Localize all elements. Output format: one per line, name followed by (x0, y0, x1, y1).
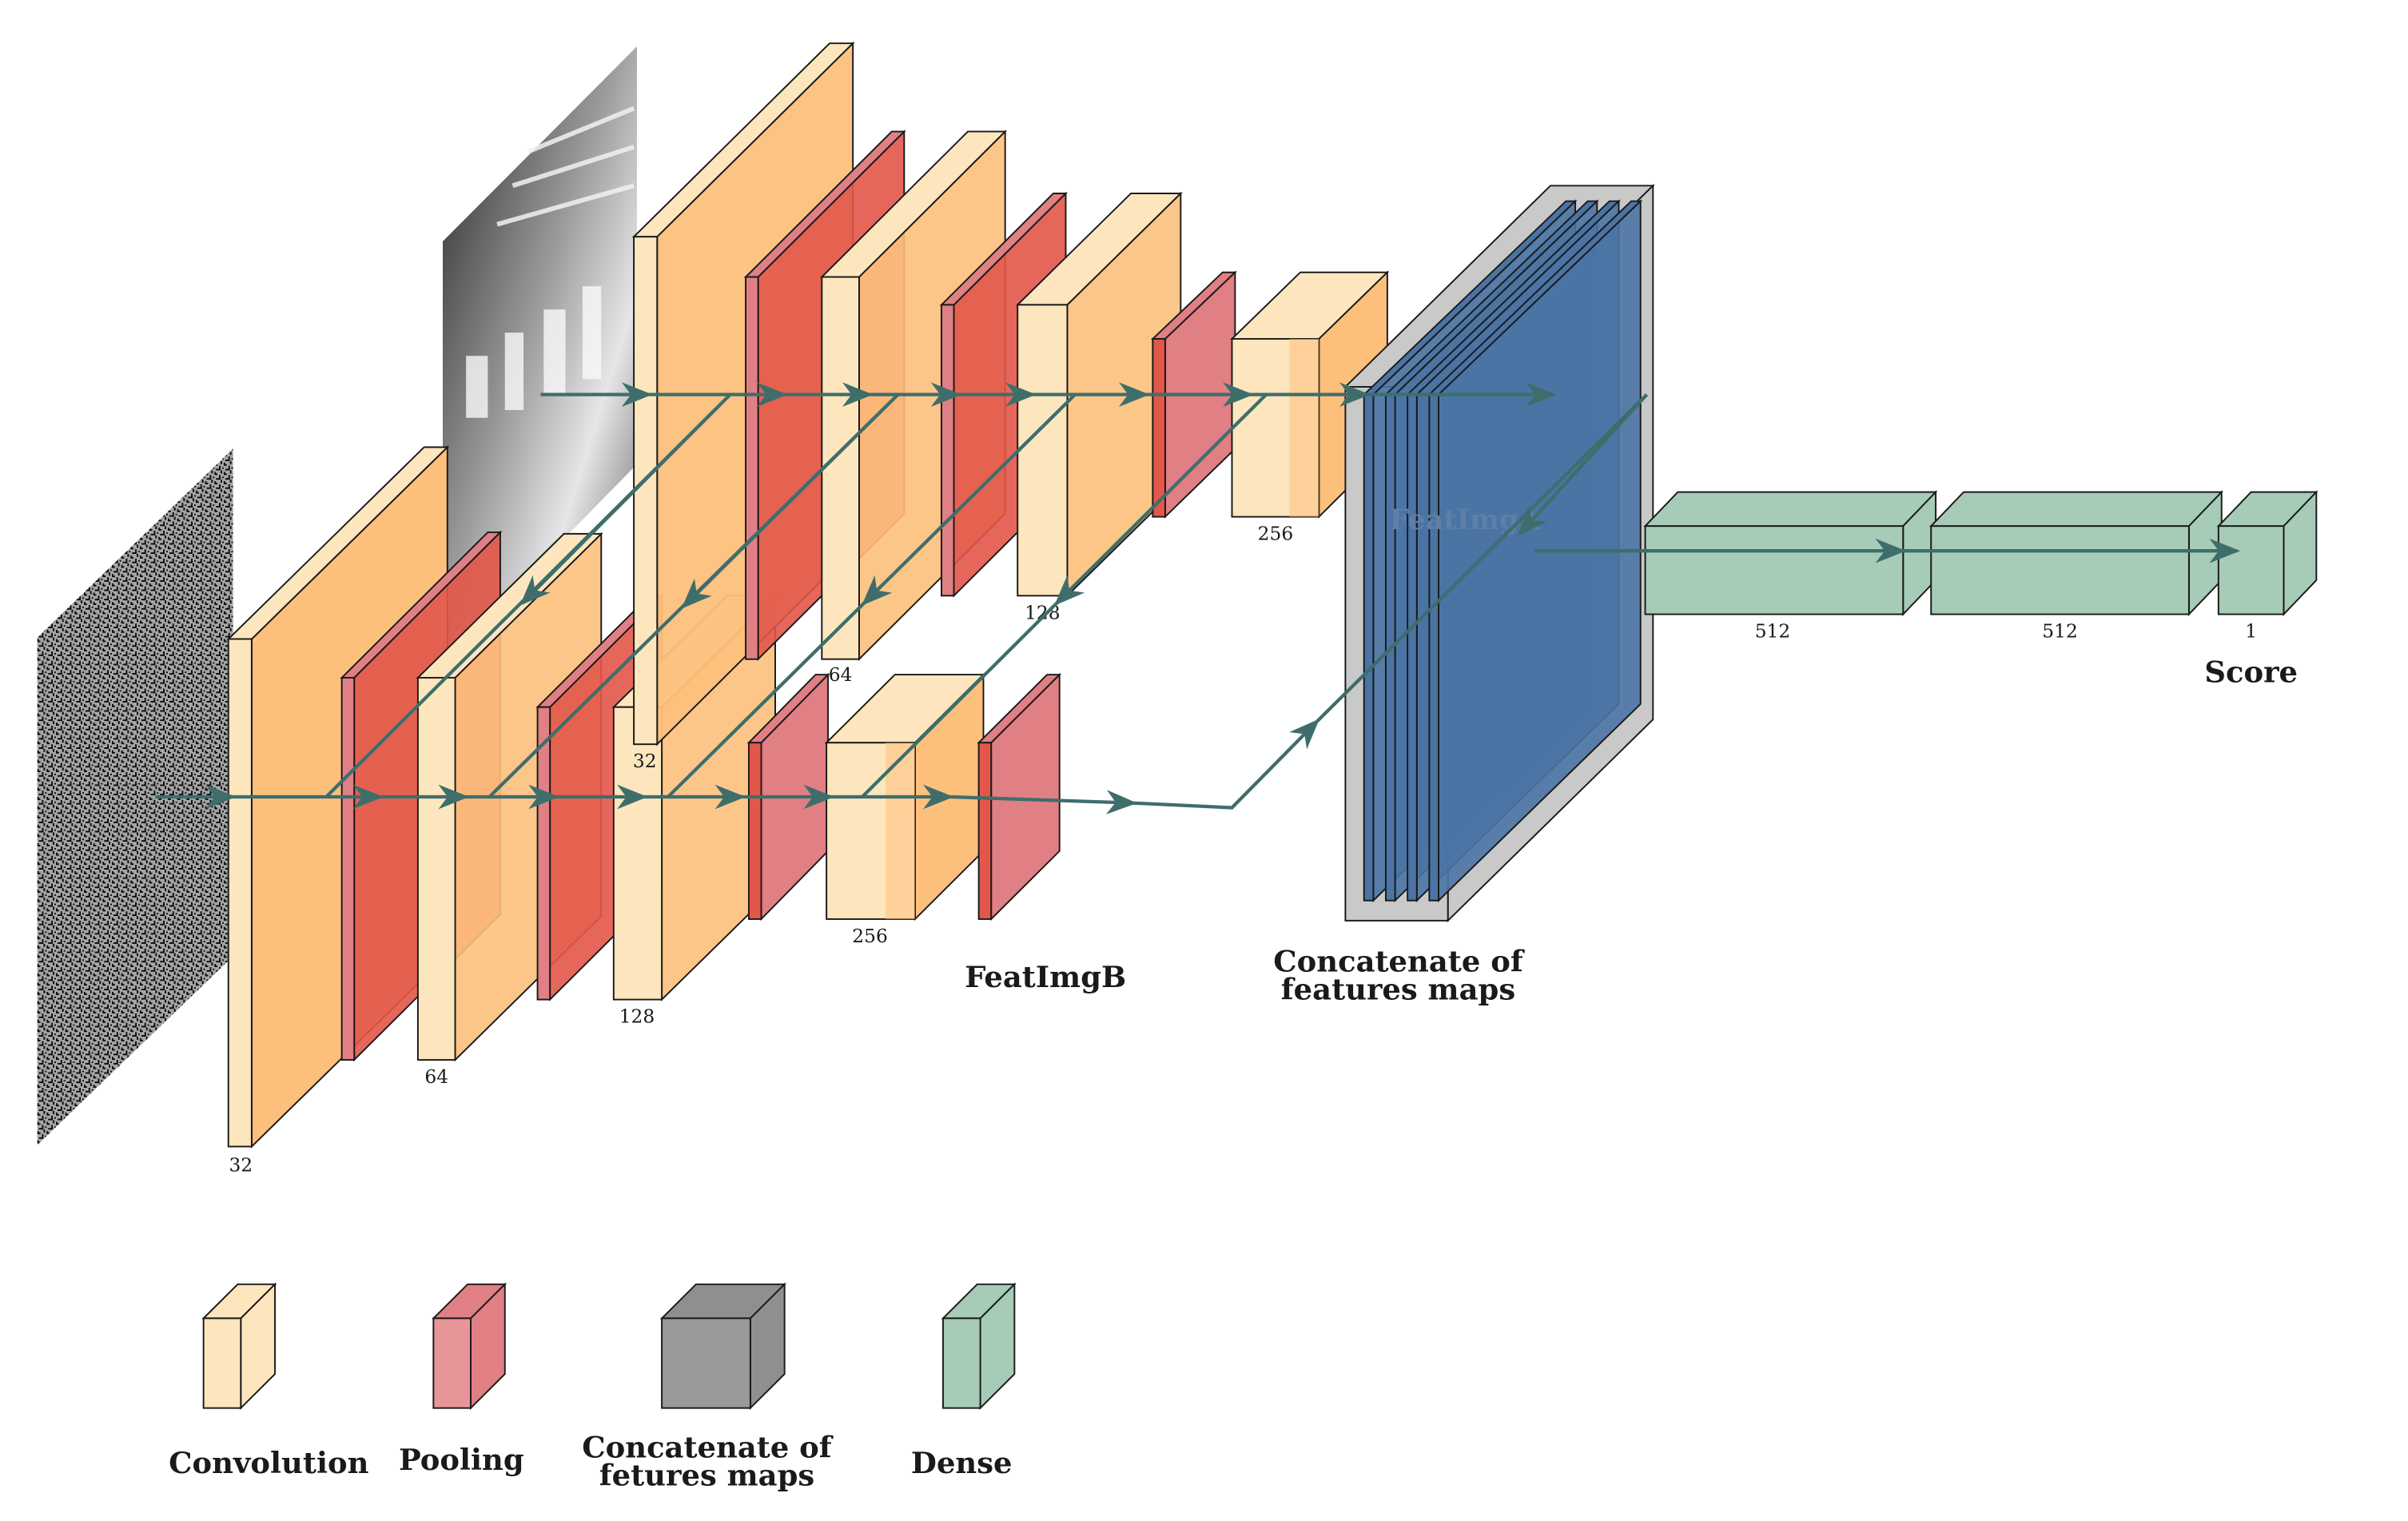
input-image-b (37, 448, 233, 1145)
dense-size-1: 512 (1755, 621, 1791, 643)
conv-size-b4: 256 (852, 926, 888, 947)
concat-block: FeatImgA Concatenate of features maps (1273, 183, 1655, 1007)
legend-pooling: Pooling (399, 1282, 524, 1477)
legend-dense-label: Dense (911, 1445, 1013, 1480)
branch-b-label: FeatImgB (965, 959, 1126, 994)
conv-size-a4: 256 (1258, 524, 1294, 545)
conv-size-b1: 32 (229, 1155, 253, 1177)
conv-size-b3: 128 (619, 1006, 655, 1028)
conv-size-b2: 64 (424, 1066, 448, 1088)
flow-arrows (155, 382, 2241, 814)
dense-size-3: 1 (2245, 621, 2257, 643)
legend-convolution: Convolution (169, 1282, 368, 1480)
pool-block-b4 (977, 672, 1062, 922)
conv-size-a1: 32 (633, 751, 657, 772)
branch-a-label: FeatImgA (1390, 504, 1542, 536)
dense-block-3: 1 (2216, 490, 2318, 643)
convolution-cube-icon (201, 1282, 277, 1411)
legend-concatenate: Concatenate of fetures maps (582, 1282, 834, 1493)
dense-cube-icon (941, 1282, 1017, 1411)
legend-concatenate-label-line1: Concatenate of (582, 1430, 834, 1465)
conv-block-b4: 256 (824, 672, 985, 947)
pooling-cube-icon (431, 1282, 507, 1411)
concat-label-line2: features maps (1281, 972, 1515, 1007)
input-image-a (443, 46, 637, 663)
dense-size-2: 512 (2042, 621, 2078, 643)
legend-pooling-label: Pooling (399, 1442, 524, 1477)
concat-label-line1: Concatenate of (1273, 944, 1525, 979)
score-label: Score (2204, 655, 2298, 690)
dense-layers: 512 512 1 Score (1643, 490, 2318, 690)
concatenate-cube-icon (659, 1282, 787, 1411)
legend: Convolution Pooling Concatenate of fetur… (169, 1282, 1017, 1493)
legend-concatenate-label-line2: fetures maps (599, 1458, 814, 1493)
legend-dense: Dense (911, 1282, 1017, 1480)
dense-block-1: 512 (1643, 490, 1938, 643)
dense-block-2: 512 (1928, 490, 2224, 643)
conv-size-a2: 64 (829, 664, 853, 686)
concat-feature-maps (1362, 199, 1643, 902)
legend-convolution-label: Convolution (169, 1445, 368, 1480)
